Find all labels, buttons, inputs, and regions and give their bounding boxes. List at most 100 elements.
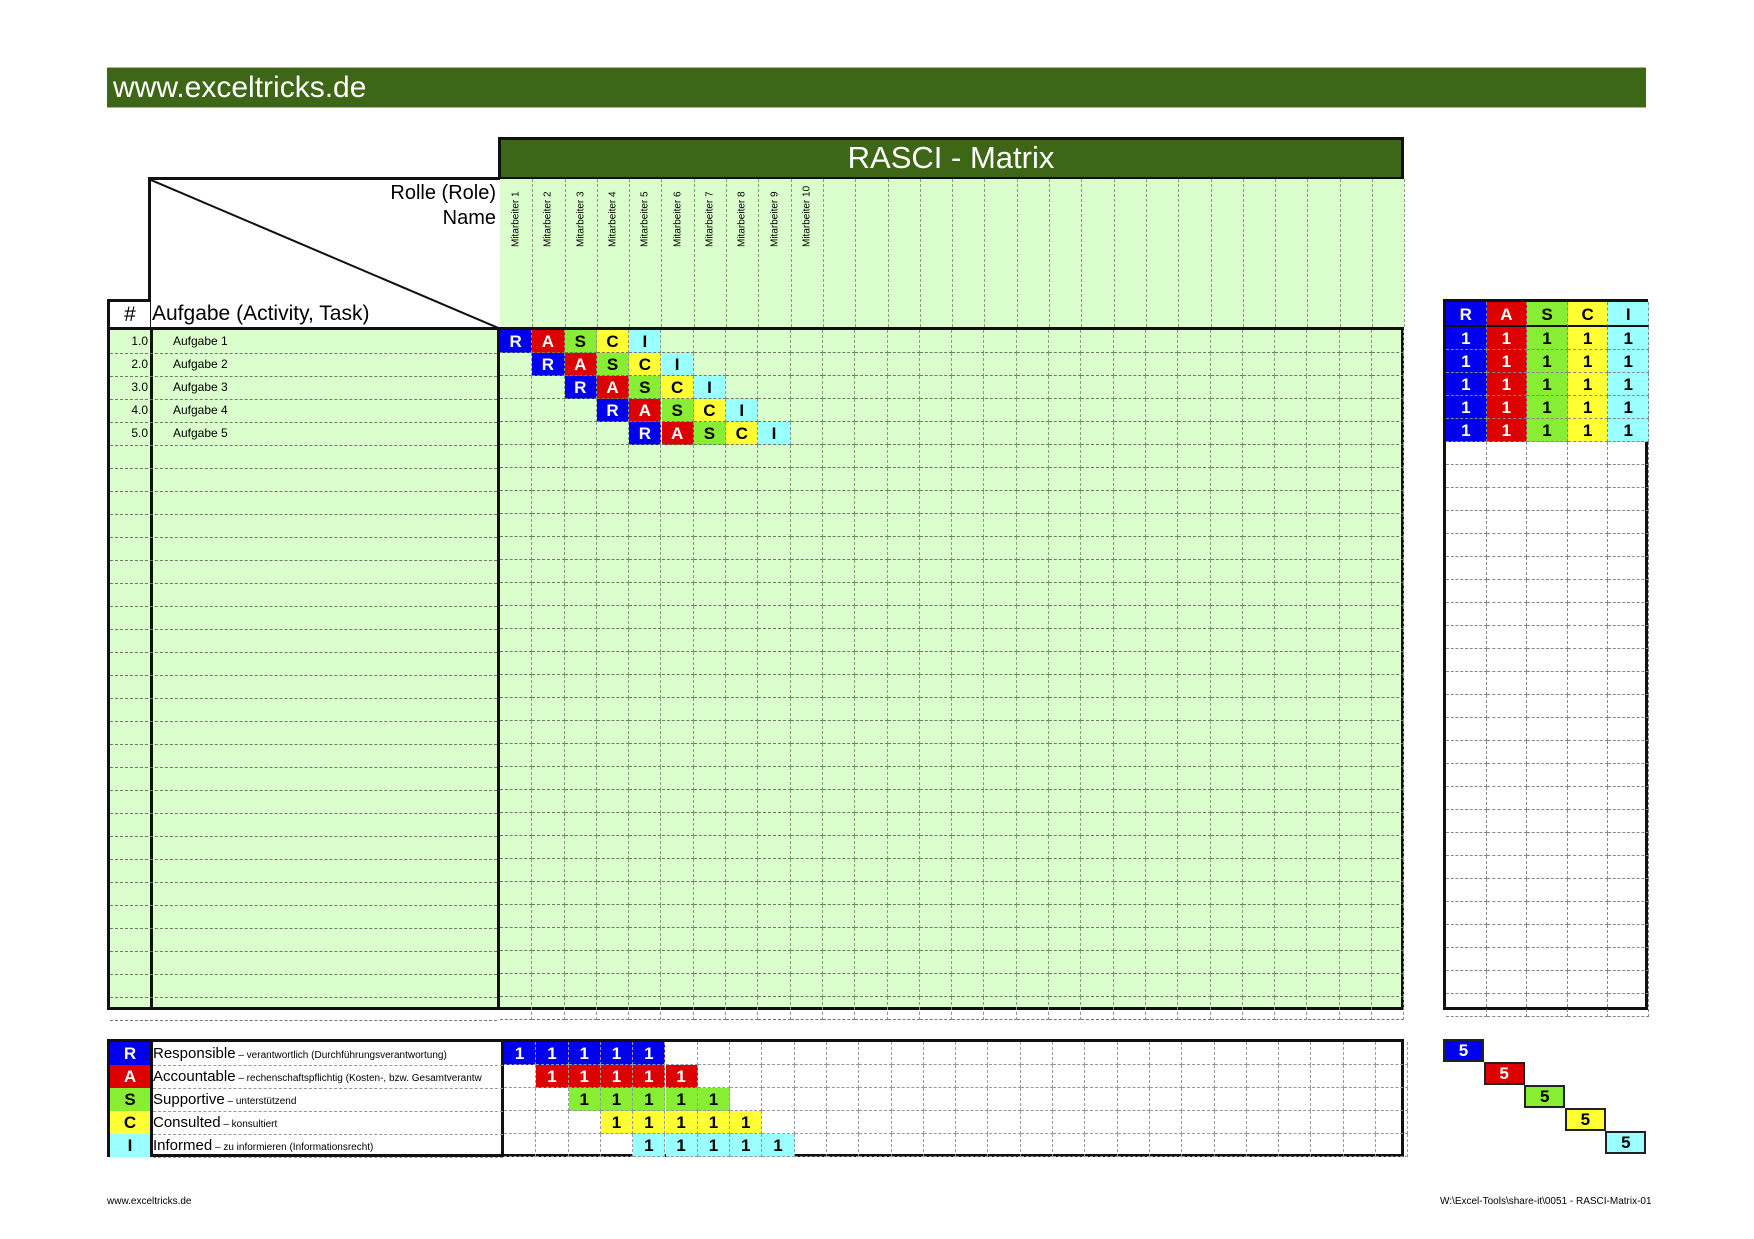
assignment-cell[interactable] bbox=[564, 606, 597, 629]
assignment-cell[interactable]: R bbox=[629, 422, 662, 445]
role-column-header[interactable]: Mitarbeiter 4 bbox=[597, 179, 631, 327]
assignment-cell[interactable] bbox=[693, 629, 727, 652]
assignment-cell[interactable] bbox=[629, 698, 662, 721]
assignment-cell[interactable] bbox=[1081, 836, 1114, 859]
assignment-cell[interactable] bbox=[1178, 468, 1211, 491]
assignment-cell[interactable] bbox=[1113, 583, 1146, 606]
assignment-cell[interactable] bbox=[1016, 353, 1050, 376]
assignment-cell[interactable] bbox=[726, 537, 759, 560]
assignment-cell[interactable] bbox=[790, 445, 823, 468]
assignment-cell[interactable] bbox=[1372, 974, 1405, 997]
assignment-cell[interactable] bbox=[1275, 767, 1308, 790]
assignment-cell[interactable]: S bbox=[661, 399, 694, 422]
assignment-cell[interactable] bbox=[1210, 836, 1243, 859]
assignment-cell[interactable] bbox=[1049, 698, 1082, 721]
assignment-cell[interactable] bbox=[1242, 583, 1276, 606]
assignment-cell[interactable] bbox=[1146, 698, 1179, 721]
assignment-cell[interactable] bbox=[1242, 859, 1276, 882]
assignment-cell[interactable] bbox=[984, 376, 1017, 399]
assignment-cell[interactable] bbox=[1178, 790, 1211, 813]
assignment-cell[interactable] bbox=[1372, 882, 1405, 905]
assignment-cell[interactable] bbox=[1178, 813, 1211, 836]
assignment-cell[interactable] bbox=[1210, 583, 1243, 606]
assignment-cell[interactable] bbox=[532, 928, 565, 951]
assignment-cell[interactable] bbox=[1146, 813, 1179, 836]
assignment-cell[interactable] bbox=[726, 468, 759, 491]
assignment-cell[interactable] bbox=[823, 514, 856, 537]
assignment-cell[interactable] bbox=[1178, 652, 1211, 675]
assignment-cell[interactable] bbox=[1339, 583, 1373, 606]
assignment-cell[interactable] bbox=[1307, 836, 1340, 859]
assignment-cell[interactable] bbox=[661, 951, 694, 974]
assignment-cell[interactable] bbox=[823, 330, 856, 353]
assignment-cell[interactable] bbox=[693, 951, 727, 974]
assignment-cell[interactable] bbox=[887, 721, 920, 744]
assignment-cell[interactable] bbox=[919, 491, 953, 514]
assignment-cell[interactable] bbox=[596, 813, 630, 836]
assignment-cell[interactable] bbox=[629, 928, 662, 951]
assignment-cell[interactable] bbox=[1372, 606, 1405, 629]
assignment-cell[interactable] bbox=[1049, 744, 1082, 767]
assignment-cell[interactable] bbox=[1307, 744, 1340, 767]
assignment-cell[interactable] bbox=[758, 905, 791, 928]
assignment-cell[interactable]: R bbox=[500, 330, 533, 353]
assignment-cell[interactable] bbox=[887, 652, 920, 675]
assignment-cell[interactable] bbox=[758, 767, 791, 790]
assignment-cell[interactable] bbox=[823, 583, 856, 606]
assignment-cell[interactable] bbox=[855, 376, 888, 399]
assignment-cell[interactable] bbox=[1307, 445, 1340, 468]
assignment-cell[interactable] bbox=[1210, 905, 1243, 928]
assignment-cell[interactable] bbox=[693, 974, 727, 997]
assignment-cell[interactable] bbox=[790, 859, 823, 882]
assignment-cell[interactable] bbox=[790, 744, 823, 767]
assignment-cell[interactable] bbox=[596, 744, 630, 767]
assignment-cell[interactable] bbox=[887, 445, 920, 468]
assignment-cell[interactable] bbox=[500, 767, 533, 790]
assignment-cell[interactable] bbox=[790, 813, 823, 836]
assignment-cell[interactable] bbox=[1210, 974, 1243, 997]
assignment-cell[interactable] bbox=[855, 330, 888, 353]
assignment-cell[interactable] bbox=[1339, 790, 1373, 813]
assignment-cell[interactable] bbox=[1275, 491, 1308, 514]
assignment-cell[interactable] bbox=[887, 974, 920, 997]
assignment-cell[interactable] bbox=[1307, 997, 1340, 1020]
assignment-cell[interactable] bbox=[532, 491, 565, 514]
assignment-cell[interactable] bbox=[887, 583, 920, 606]
assignment-cell[interactable] bbox=[596, 606, 630, 629]
assignment-cell[interactable] bbox=[790, 330, 823, 353]
assignment-cell[interactable] bbox=[629, 836, 662, 859]
assignment-cell[interactable] bbox=[919, 721, 953, 744]
assignment-cell[interactable] bbox=[1210, 652, 1243, 675]
assignment-cell[interactable] bbox=[564, 560, 597, 583]
assignment-cell[interactable] bbox=[1372, 836, 1405, 859]
assignment-cell[interactable] bbox=[629, 997, 662, 1020]
assignment-cell[interactable] bbox=[758, 675, 791, 698]
assignment-cell[interactable] bbox=[1307, 468, 1340, 491]
assignment-cell[interactable] bbox=[1146, 905, 1179, 928]
assignment-cell[interactable] bbox=[1178, 974, 1211, 997]
assignment-cell[interactable] bbox=[596, 514, 630, 537]
assignment-cell[interactable] bbox=[661, 813, 694, 836]
assignment-cell[interactable] bbox=[1307, 767, 1340, 790]
assignment-cell[interactable] bbox=[532, 468, 565, 491]
assignment-cell[interactable] bbox=[919, 974, 953, 997]
assignment-cell[interactable] bbox=[1372, 560, 1405, 583]
assignment-cell[interactable] bbox=[726, 445, 759, 468]
assignment-cell[interactable] bbox=[500, 675, 533, 698]
assignment-cell[interactable] bbox=[1113, 997, 1146, 1020]
assignment-cell[interactable] bbox=[1307, 790, 1340, 813]
assignment-cell[interactable] bbox=[564, 767, 597, 790]
assignment-cell[interactable] bbox=[919, 353, 953, 376]
assignment-cell[interactable] bbox=[1275, 974, 1308, 997]
assignment-cell[interactable] bbox=[790, 928, 823, 951]
task-row[interactable] bbox=[110, 859, 497, 883]
assignment-cell[interactable] bbox=[726, 790, 759, 813]
assignment-cell[interactable] bbox=[1372, 629, 1405, 652]
assignment-cell[interactable] bbox=[1049, 882, 1082, 905]
assignment-cell[interactable] bbox=[1178, 376, 1211, 399]
assignment-cell[interactable] bbox=[887, 675, 920, 698]
assignment-cell[interactable] bbox=[1372, 997, 1405, 1020]
assignment-cell[interactable] bbox=[693, 606, 727, 629]
assignment-cell[interactable] bbox=[1275, 675, 1308, 698]
